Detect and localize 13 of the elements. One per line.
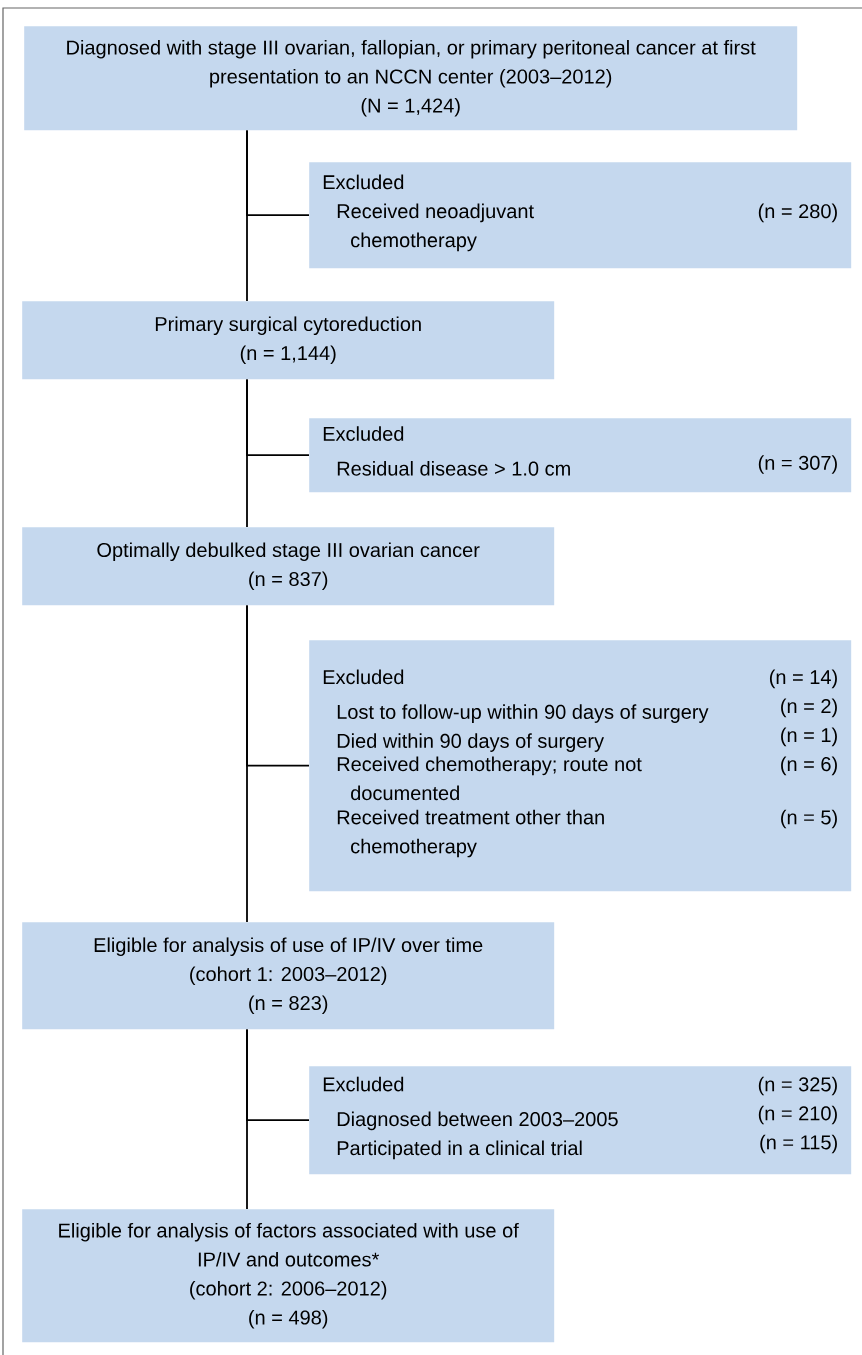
flow-box: Optimally debulked stage III ovarian cancer (n = 837) [22,527,555,606]
flow-box: Eligible for analysis of use of IP/IV over time (cohort 1: 2003–2012) (n = 823) [22,922,555,1030]
connector-line [246,604,248,923]
exclusion-box: Excluded (n = 325) Diagnosed between 2003–2005 (n = 210) Participated in a clinical trial (n = 115) [309,1066,852,1175]
connector-line [246,378,248,528]
exclusion-box: Excluded Received neoadjuvant chemotherapy (n = 280) [309,162,852,269]
flow-box: Diagnosed with stage III ovarian, fallopian, or primary peritoneal cancer at first presentation to an NCCN center (2003–2012) (N = 1,424) [24,26,798,131]
exclusion-box: Excluded Residual disease > 1.0 cm (n = 307) [309,418,852,493]
flow-box: Eligible for analysis of factors associated with use of IP/IV and outcomes* (cohort 2: 2006–2012) (n = 498) [22,1209,555,1343]
connector-line [246,129,248,302]
exclusion-box: Excluded (n = 14) Lost to follow-up within 90 days of surgery (n = 2) Died within 90 days of surgery (n = 1) Received chemotherapy; route not documented (n = 6) Received treatment other than chemotherapy (n = 5) [309,640,852,892]
connector-line [246,1028,248,1210]
flow-box: Primary surgical cytoreduction (n = 1,144) [22,301,555,380]
